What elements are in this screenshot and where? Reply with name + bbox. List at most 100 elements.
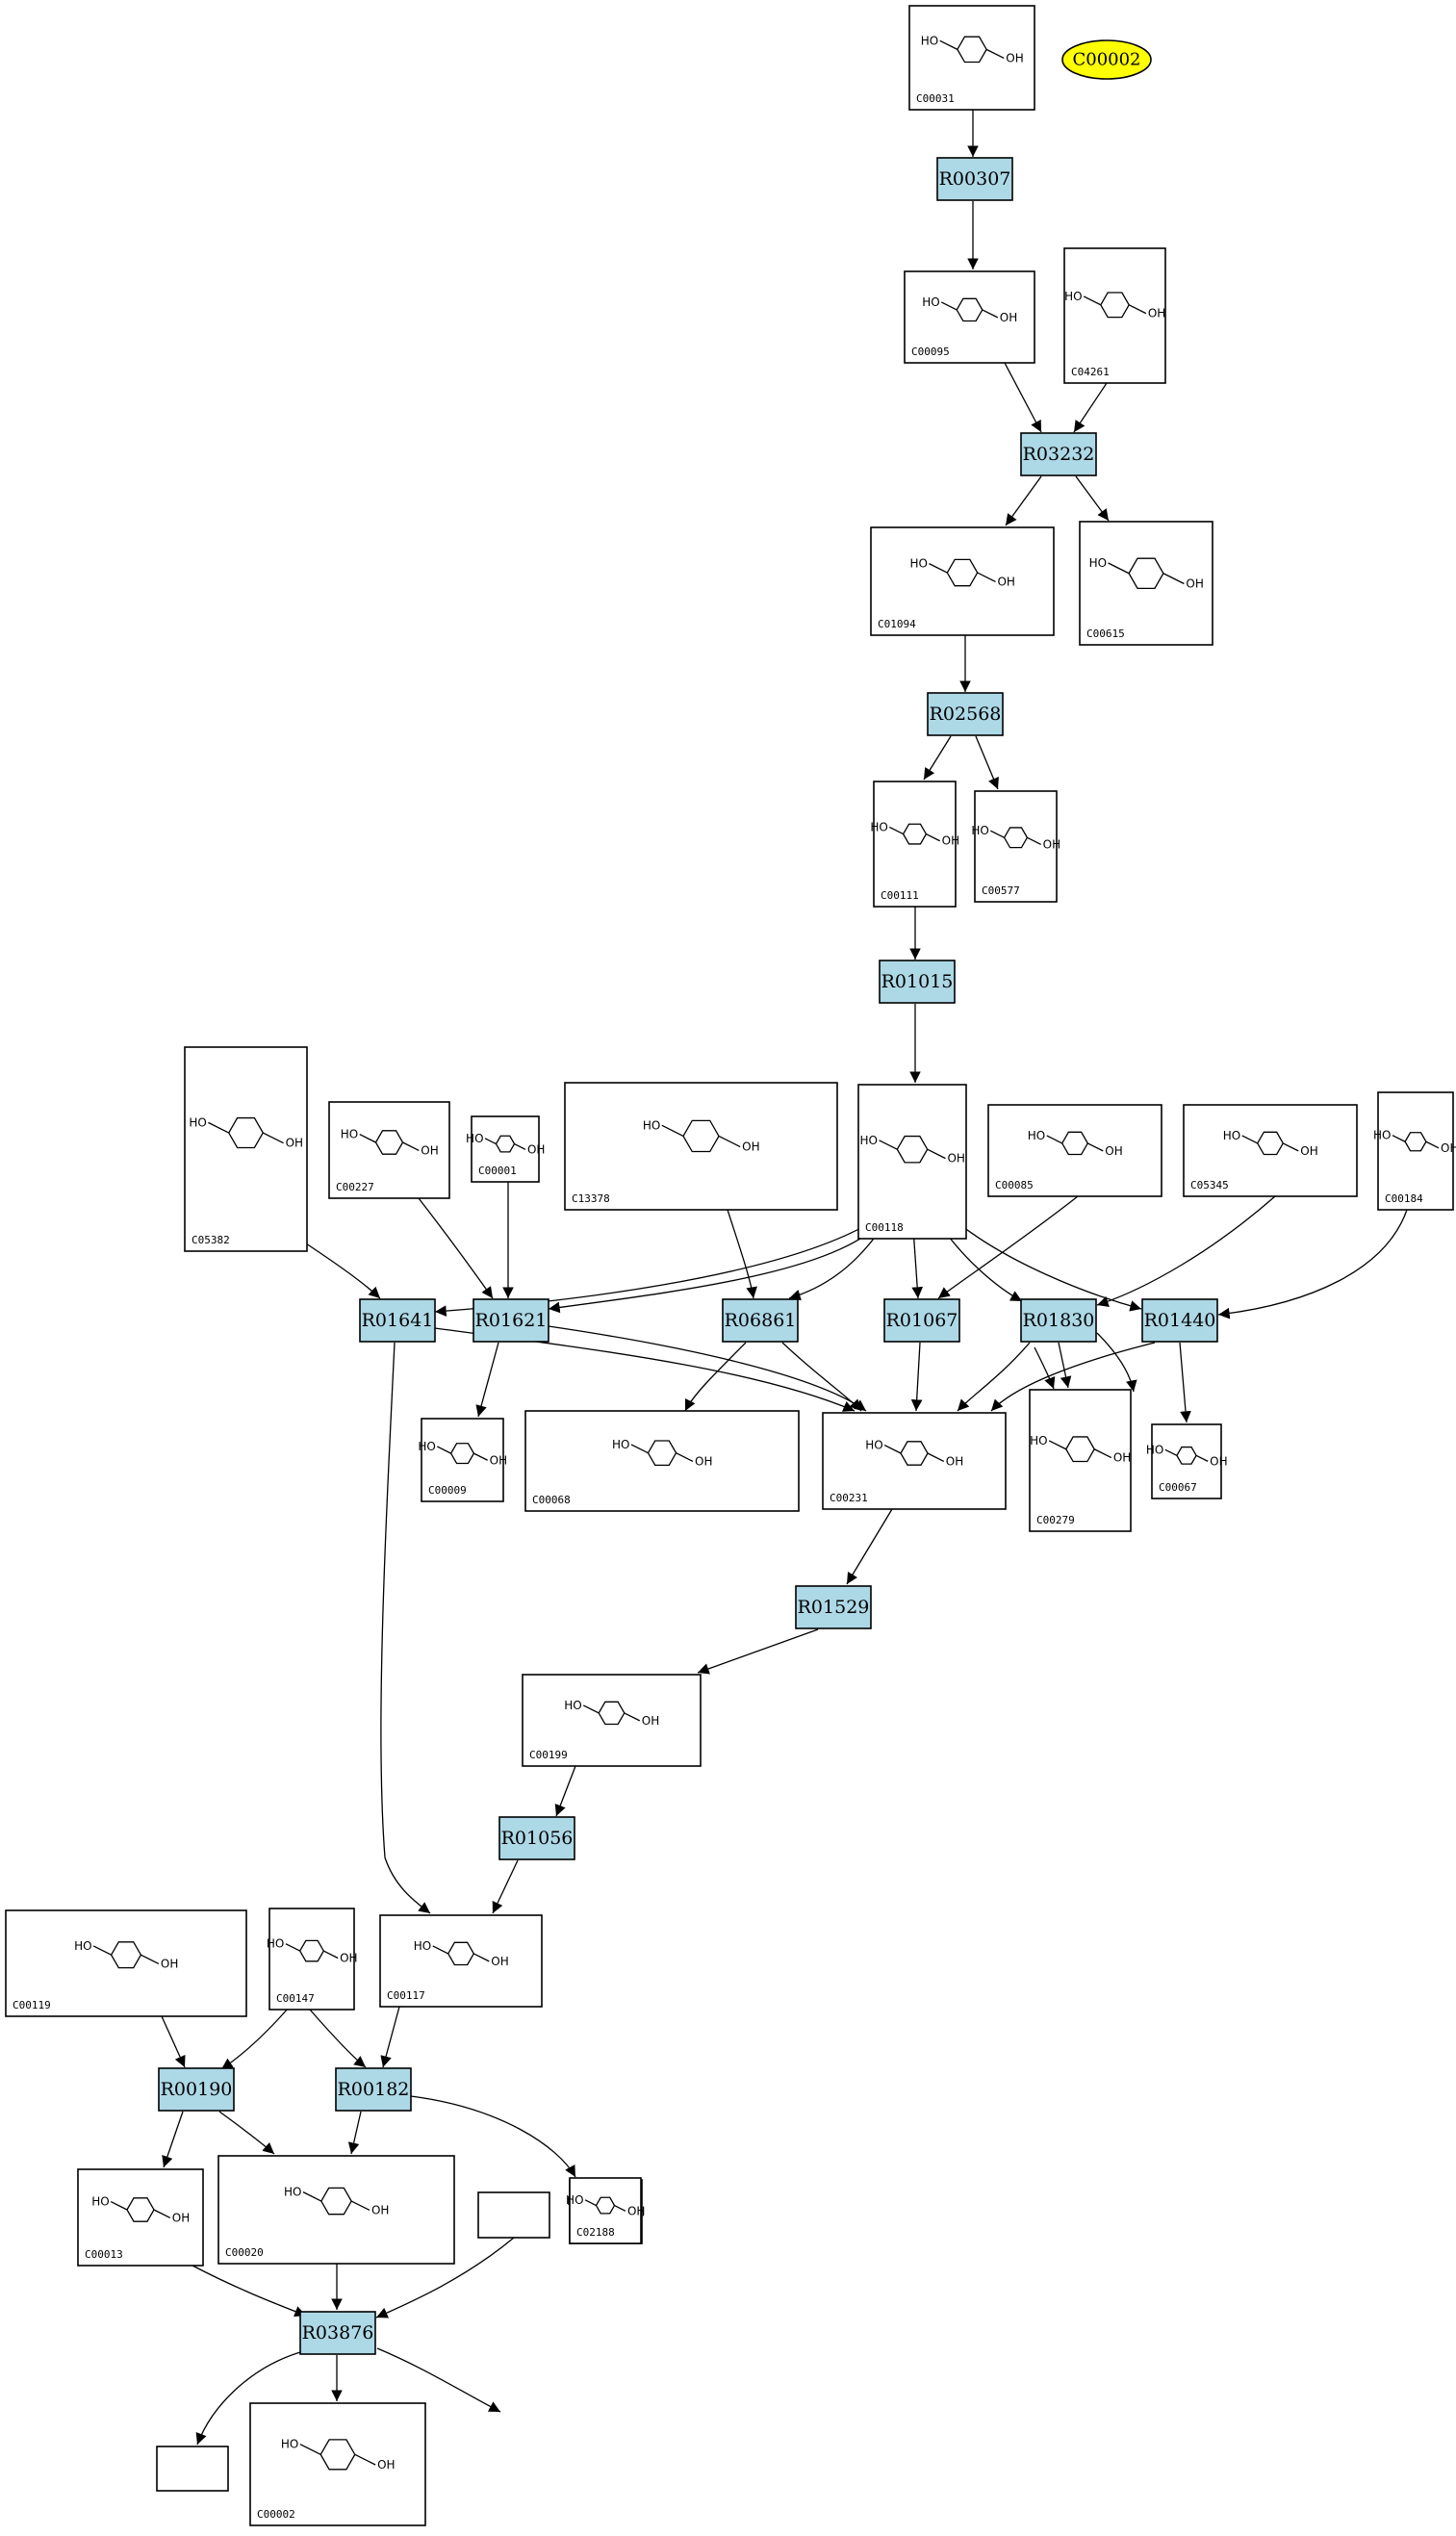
pathway-edge [375, 2237, 515, 2318]
structure-bond [1128, 304, 1147, 315]
reaction-node-r01067[interactable]: R01067 [883, 1298, 960, 1343]
reaction-node-r00182[interactable]: R00182 [335, 2067, 412, 2112]
reaction-node-r00307[interactable]: R00307 [936, 157, 1013, 201]
structure-bond [1083, 295, 1102, 306]
highlight-compound-node[interactable]: C00002 [1061, 39, 1152, 80]
atom-label: HO [860, 1134, 878, 1147]
atom-label: OH [946, 1454, 963, 1468]
structure-bond [630, 1444, 649, 1454]
structure-bond [661, 1124, 684, 1138]
compound-id-label: C00068 [532, 1494, 571, 1506]
compound-id-label: C04261 [1071, 366, 1110, 378]
atom-label: OH [161, 1957, 178, 1970]
structure-bond [929, 563, 948, 574]
compound-id-label: C00002 [257, 2508, 295, 2521]
pathway-edge [305, 1242, 381, 1299]
atom-label: HO [643, 1118, 660, 1132]
pathway-edge [937, 1195, 1079, 1299]
pathway-edge [923, 735, 952, 781]
reaction-node-r00190[interactable]: R00190 [158, 2067, 235, 2112]
atom-label: OH [947, 1152, 964, 1166]
structure-bond [1093, 1448, 1112, 1459]
pathway-edge [1034, 1346, 1056, 1390]
atom-label: OH [1000, 311, 1017, 324]
reaction-node-r03232[interactable]: R03232 [1020, 432, 1097, 476]
pathway-edge [309, 2009, 367, 2068]
reaction-node-r01056[interactable]: R01056 [498, 1816, 575, 1860]
reaction-node-r01830[interactable]: R01830 [1020, 1298, 1097, 1343]
compound-node-c04261[interactable]: HO OH C04261 [1063, 247, 1166, 384]
atom-label: OH [1441, 1141, 1456, 1155]
atom-label: HO [1028, 1129, 1045, 1142]
atom-label: OH [1105, 1144, 1122, 1158]
reaction-node-r01440[interactable]: R01440 [1141, 1298, 1218, 1343]
atom-label: HO [91, 2195, 109, 2209]
atom-label: HO [1064, 290, 1082, 303]
pathway-edge [376, 2347, 501, 2413]
pathway-edge [781, 1342, 862, 1412]
reaction-node-r03876[interactable]: R03876 [299, 2311, 376, 2355]
reaction-node-r01015[interactable]: R01015 [879, 960, 956, 1004]
atom-label: OH [627, 2204, 645, 2217]
compound-id-label: C05382 [192, 1234, 230, 1246]
atom-label: HO [1089, 556, 1107, 570]
structure-bond [1162, 573, 1185, 585]
reaction-node-r01621[interactable]: R01621 [473, 1298, 549, 1343]
reaction-node-r01529[interactable]: R01529 [795, 1585, 872, 1629]
empty-compound-node[interactable] [477, 2191, 550, 2239]
atom-label: OH [1148, 307, 1165, 320]
structure-bond [432, 1945, 448, 1955]
structure-bond [473, 1452, 488, 1461]
pathway-edge [347, 2111, 362, 2155]
structure-bond [1046, 1135, 1062, 1144]
structure-bond [1283, 1142, 1299, 1152]
structure-bond [437, 1446, 451, 1454]
reaction-node-r02568[interactable]: R02568 [927, 692, 1004, 736]
pathway-edge [1217, 1209, 1408, 1319]
pathway-edge [1075, 475, 1110, 522]
compound-id-label: C05345 [1190, 1179, 1229, 1191]
atom-label: OH [371, 2203, 389, 2216]
reaction-node-r01641[interactable]: R01641 [359, 1298, 436, 1343]
structure-bond [1425, 1140, 1440, 1149]
pathway-edge [1096, 1332, 1137, 1393]
reaction-node-r06861[interactable]: R06861 [722, 1298, 799, 1343]
structure-bond [1048, 1440, 1067, 1450]
compound-id-label: C00001 [478, 1165, 517, 1177]
atom-label: HO [341, 1128, 358, 1141]
atom-label: OH [695, 1454, 712, 1468]
empty-compound-node[interactable] [156, 2446, 229, 2492]
pathway-edge [218, 2111, 275, 2155]
structure-bond [473, 1953, 490, 1962]
atom-label: OH [642, 1714, 659, 1728]
structure-bond [262, 1132, 284, 1144]
atom-label: HO [971, 824, 988, 837]
